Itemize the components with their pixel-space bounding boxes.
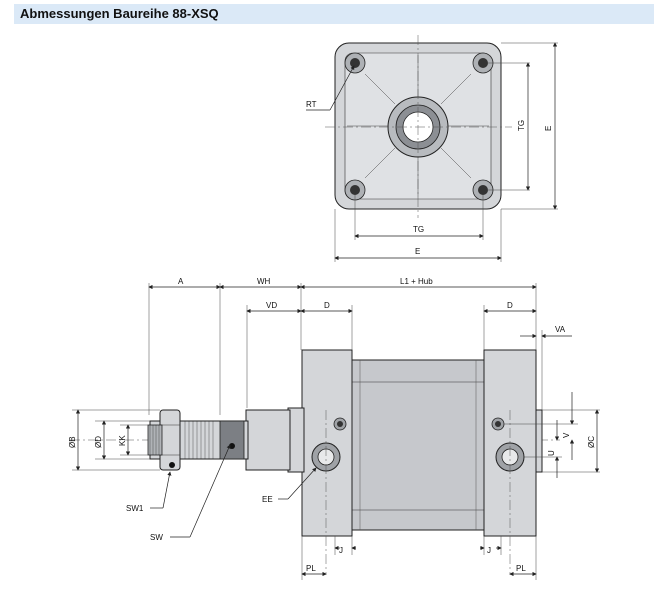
corner-screw-bl (344, 179, 366, 201)
rod-wrench-flat (219, 420, 245, 460)
label-pl-left: PL (306, 564, 316, 573)
label-tg-bottom: TG (413, 225, 424, 234)
cylinder-barrel (349, 359, 487, 531)
label-d-right: D (507, 301, 513, 310)
page-title: Abmessungen Baureihe 88-XSQ (20, 6, 219, 21)
title-bar: Abmessungen Baureihe 88-XSQ (14, 4, 654, 24)
label-e-right: E (544, 126, 553, 131)
corner-screw-tr (472, 52, 494, 74)
label-vd: VD (266, 301, 277, 310)
label-sw: SW (150, 533, 163, 542)
label-b: ØB (68, 436, 77, 448)
label-v: V (562, 432, 571, 438)
corner-screw-tl (344, 52, 366, 74)
label-pl-right: PL (516, 564, 526, 573)
label-l1-hub: L1 + Hub (400, 277, 433, 286)
label-va: VA (555, 325, 566, 334)
label-wh: WH (257, 277, 271, 286)
label-j-right: J (487, 546, 491, 555)
label-u: U (547, 450, 556, 456)
rod-thread (147, 424, 163, 456)
nut-marker (169, 462, 175, 468)
label-j-left: J (339, 546, 343, 555)
rear-cover (535, 409, 543, 473)
label-sw1: SW1 (126, 504, 144, 513)
label-tg-right: TG (517, 120, 526, 131)
label-a: A (178, 277, 184, 286)
label-d-dia: ØD (94, 436, 103, 448)
label-kk: KK (118, 435, 127, 446)
label-ee: EE (262, 495, 273, 504)
label-e-bottom: E (415, 247, 420, 256)
screw-front (333, 417, 347, 431)
label-c: ØC (587, 436, 596, 448)
rod-bushing (245, 409, 291, 471)
rod-nut (159, 409, 181, 471)
thread-lines (149, 421, 214, 459)
label-rt: RT (306, 100, 317, 109)
screw-rear (491, 417, 505, 431)
side-view: A WH L1 + Hub VD D D VA ØB ØD KK (68, 277, 600, 580)
label-d-left: D (324, 301, 330, 310)
front-view: RT TG E TG E (306, 35, 558, 262)
